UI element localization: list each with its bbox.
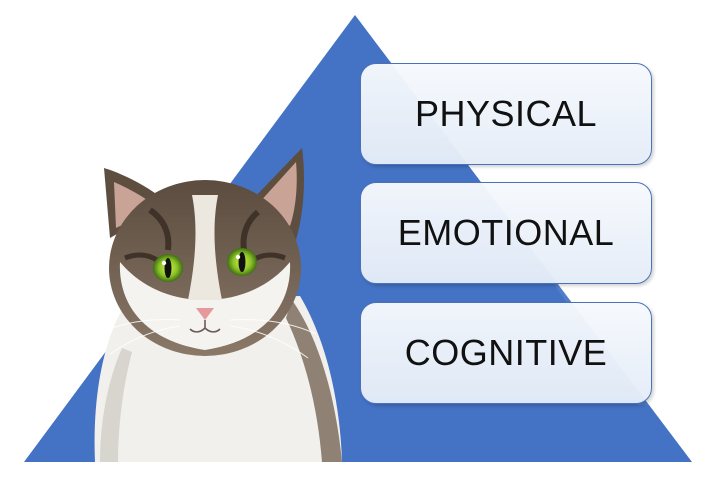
level-box-physical: PHYSICAL [360,63,652,165]
cat-photo [94,148,342,462]
level-label-cognitive: COGNITIVE [404,332,608,373]
level-box-cognitive: COGNITIVE [360,302,652,404]
level-label-physical: PHYSICAL [414,93,598,134]
level-label-emotional: EMOTIONAL [397,212,615,253]
level-box-emotional: EMOTIONAL [360,182,652,284]
